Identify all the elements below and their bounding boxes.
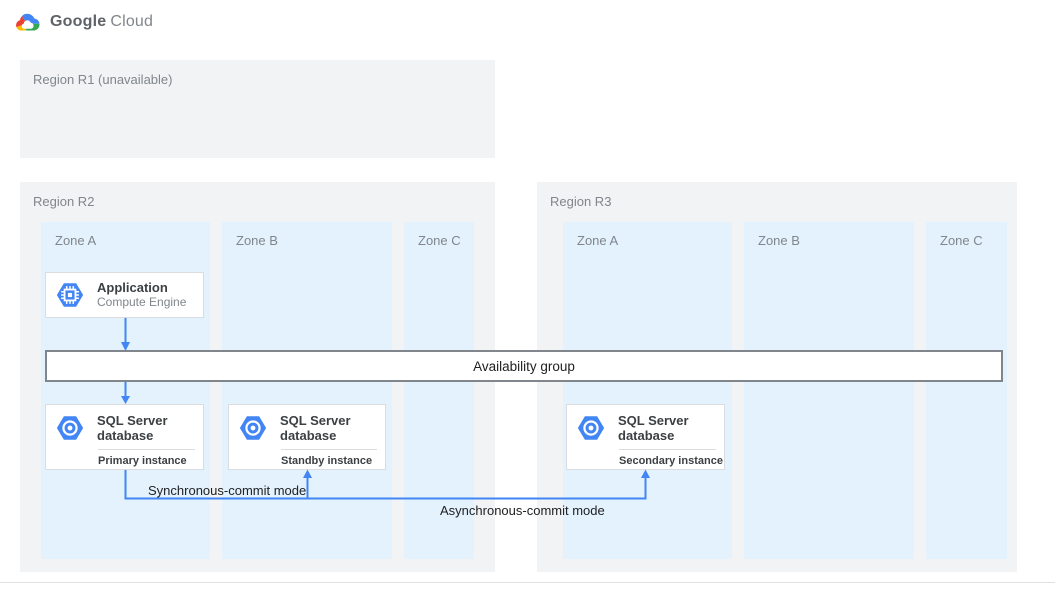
sql-card-title: SQL Server database: [280, 412, 351, 443]
region-r1: Region R1 (unavailable): [20, 60, 495, 158]
zone-label: Zone C: [940, 233, 983, 248]
sql-card-title: SQL Server database: [97, 412, 168, 443]
bottom-divider: [0, 582, 1055, 583]
region-r3-zone-a: Zone A: [563, 222, 732, 559]
zone-label: Zone B: [758, 233, 800, 248]
availability-group-label: Availability group: [473, 358, 575, 374]
brand-cloud: Cloud: [110, 13, 154, 30]
application-subtitle: Compute Engine: [97, 295, 187, 309]
application-title: Application: [97, 280, 168, 295]
zone-label: Zone C: [418, 233, 461, 248]
sql-instance-label: Secondary instance: [619, 455, 723, 467]
sql-database-icon: [56, 415, 84, 440]
sql-standby-card: SQL Server database Standby instance: [228, 404, 386, 470]
availability-group-bar: Availability group: [45, 350, 1003, 382]
zone-label: Zone A: [55, 233, 97, 248]
card-divider: [619, 449, 716, 450]
sql-instance-label: Standby instance: [281, 455, 373, 467]
region-r3-label: Region R3: [550, 194, 612, 209]
sql-database-icon: [239, 415, 267, 440]
google-cloud-logo-icon: [16, 13, 40, 31]
brand-google: Google: [50, 13, 107, 30]
region-r3-zone-c: Zone C: [926, 222, 1007, 559]
region-r2-zone-b: Zone B: [222, 222, 392, 559]
region-r3-zone-b: Zone B: [744, 222, 914, 559]
card-divider: [98, 449, 195, 450]
sql-database-icon: [577, 415, 605, 440]
sql-primary-card: SQL Server database Primary instance: [45, 404, 204, 470]
async-commit-label: Asynchronous-commit mode: [440, 503, 605, 518]
sql-card-title: SQL Server database: [618, 412, 689, 443]
region-r2-label: Region R2: [33, 194, 95, 209]
zone-label: Zone A: [577, 233, 619, 248]
zone-label: Zone B: [236, 233, 278, 248]
card-divider: [281, 449, 377, 450]
sql-instance-label: Primary instance: [98, 455, 187, 467]
region-r1-label: Region R1 (unavailable): [33, 72, 173, 87]
application-card: Application Compute Engine: [45, 272, 204, 318]
region-r2-zone-c: Zone C: [404, 222, 474, 559]
compute-engine-icon: [56, 283, 84, 307]
sync-commit-label: Synchronous-commit mode: [148, 483, 307, 498]
sql-secondary-card: SQL Server database Secondary instance: [566, 404, 725, 470]
